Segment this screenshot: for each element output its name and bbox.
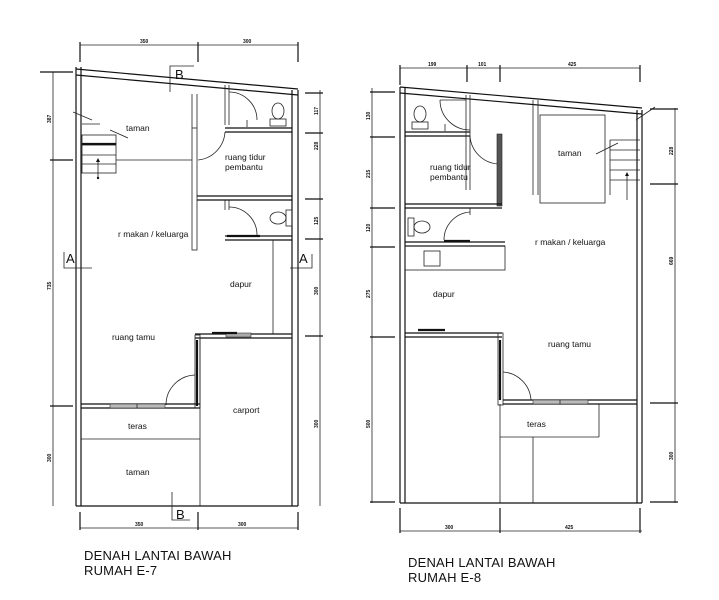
e7-dim-left-3: 300 [47, 453, 53, 462]
e7-room-taman-bottom: taman [126, 467, 150, 477]
e7-room-terrace: teras [128, 421, 147, 431]
e7-room-taman-top: taman [126, 123, 150, 133]
e7-left-dimension: 387 735 300 [40, 71, 73, 506]
e7-dim-left-2: 735 [47, 281, 53, 290]
plan-e8: 199 101 425 [366, 62, 678, 533]
e8-room-terrace: teras [527, 419, 546, 429]
e8-dim-top-3: 425 [568, 62, 577, 68]
e7-dim-top-2: 300 [243, 39, 252, 45]
e8-dim-right-1: 228 [669, 146, 675, 155]
e7-room-dining-family: r makan / keluarga [118, 229, 189, 239]
e8-room-maid-line1: ruang tidur [430, 162, 471, 172]
e8-caption-line2: RUMAH E-8 [408, 570, 482, 585]
e7-bottom-dimension: 350 300 [79, 512, 299, 530]
plan-e7: 350 300 [40, 39, 323, 530]
e8-room-living: ruang tamu [548, 339, 591, 349]
e7-dim-right-1: 117 [314, 107, 320, 115]
e8-wc-top [405, 95, 471, 190]
e8-dim-top-2: 101 [478, 62, 487, 68]
e7-room-maid-line2: pembantu [225, 162, 263, 172]
svg-text:A: A [299, 251, 308, 266]
e7-dim-right-2: 228 [314, 141, 320, 150]
e8-room-dining-family: r makan / keluarga [535, 237, 606, 247]
e7-room-kitchen: dapur [230, 279, 252, 289]
e7-wc-bottom [224, 200, 293, 241]
e8-top-dimension: 199 101 425 [399, 62, 641, 85]
e8-dim-bottom-2: 425 [565, 525, 574, 531]
e7-dim-right-4: 300 [314, 286, 320, 295]
e7-caption: DENAH LANTAI BAWAH RUMAH E-7 [84, 548, 232, 578]
e7-room-living: ruang tamu [112, 332, 155, 342]
e7-caption-line2: RUMAH E-7 [84, 563, 158, 578]
e7-dim-left-1: 387 [47, 114, 53, 123]
e7-top-dimension: 350 300 [79, 39, 299, 62]
e7-section-marker-b-top: B [169, 65, 194, 92]
e8-dim-left-3: 120 [366, 223, 372, 232]
e8-left-dimension: 130 215 120 275 500 [366, 88, 395, 503]
e7-section-marker-a-right: A [290, 251, 313, 269]
e7-dim-right-5: 300 [314, 419, 320, 428]
svg-text:A: A [66, 251, 75, 266]
e8-right-dimension: 228 669 300 [650, 108, 678, 503]
svg-text:B: B [175, 67, 184, 82]
e8-garden-stair [532, 100, 656, 204]
e8-room-kitchen: dapur [433, 289, 455, 299]
e7-dim-bottom-2: 300 [238, 522, 247, 528]
e8-dim-left-5: 500 [366, 419, 372, 428]
e7-room-carport: carport [233, 405, 260, 415]
e8-bottom-dimension: 300 425 [399, 508, 642, 533]
e8-room-maid-line2: pembantu [430, 172, 468, 182]
e7-wc-top [224, 85, 292, 133]
e7-dim-right-3: 125 [314, 216, 320, 225]
e7-stair [72, 111, 129, 180]
e7-room-maid-line1: ruang tidur [225, 152, 266, 162]
e7-dim-top-1: 350 [140, 39, 149, 45]
e8-dim-top-1: 199 [428, 62, 437, 68]
e8-dim-right-3: 300 [669, 451, 675, 460]
e8-dim-right-2: 669 [669, 256, 675, 265]
e8-dim-left-2: 215 [366, 169, 372, 178]
e7-right-dimension: 117 228 125 300 300 [305, 90, 323, 506]
e8-dim-bottom-1: 300 [445, 525, 454, 531]
e7-caption-line1: DENAH LANTAI BAWAH [84, 548, 232, 563]
e7-dim-bottom-1: 350 [135, 522, 144, 528]
e8-caption: DENAH LANTAI BAWAH RUMAH E-8 [408, 555, 556, 585]
e7-section-marker-a-left: A [63, 251, 92, 269]
e8-caption-line1: DENAH LANTAI BAWAH [408, 555, 556, 570]
e8-room-garden: taman [558, 148, 582, 158]
e7-section-marker-b-bottom: B [171, 492, 190, 522]
svg-text:B: B [176, 507, 185, 522]
e8-dim-left-4: 275 [366, 289, 372, 298]
e8-dim-left-1: 130 [366, 111, 372, 120]
e8-wc-bottom [405, 208, 505, 247]
